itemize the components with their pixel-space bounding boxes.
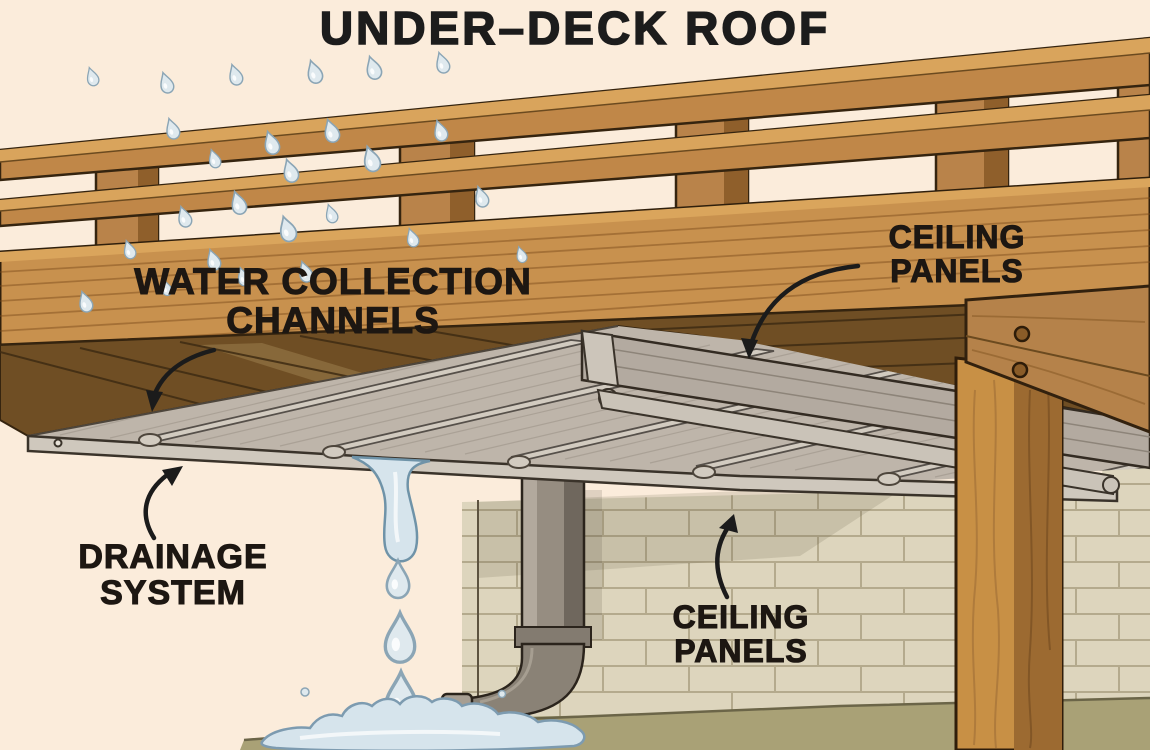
label-drainage-system: DRAINAGE SYSTEM xyxy=(23,538,323,613)
label-line: CHANNELS xyxy=(226,300,440,342)
arrow-ceiling-panels-top xyxy=(741,263,861,359)
water-puddle xyxy=(260,687,586,750)
arrow-drainage-system xyxy=(143,466,183,541)
channel-drip-edge xyxy=(26,433,1119,503)
support-post xyxy=(954,356,1064,750)
ceiling-panel-end-fold xyxy=(580,329,620,388)
label-ceiling-panels-top: CEILING PANELS xyxy=(857,219,1057,289)
railing-middle-rail xyxy=(0,93,1150,228)
diagram-title: UNDER–DECK ROOF xyxy=(319,2,831,54)
roof-shadow-on-wall xyxy=(478,484,910,578)
hanging-water-drop xyxy=(351,455,431,563)
support-beam xyxy=(964,284,1150,434)
callout-arrows xyxy=(143,263,861,600)
label-line: SYSTEM xyxy=(100,574,246,613)
label-line: DRAINAGE xyxy=(78,538,268,576)
railing-top-rail xyxy=(0,36,1150,182)
downspout-elbow xyxy=(468,642,586,722)
label-ceiling-panels-bottom: CEILING PANELS xyxy=(641,599,841,669)
arrow-water-collection xyxy=(146,347,217,412)
label-line: CEILING xyxy=(888,219,1026,255)
drip-edge-end-cap xyxy=(53,438,63,448)
arrow-ceiling-panels-bottom xyxy=(715,514,738,600)
beam-bolt xyxy=(1011,361,1029,379)
label-line: PANELS xyxy=(674,632,808,669)
label-line: CEILING xyxy=(672,599,810,635)
beam-bolt xyxy=(1013,325,1031,343)
label-water-collection-channels: WATER COLLECTION CHANNELS xyxy=(133,261,533,342)
label-line: WATER COLLECTION xyxy=(134,261,532,302)
label-line: PANELS xyxy=(890,252,1024,289)
